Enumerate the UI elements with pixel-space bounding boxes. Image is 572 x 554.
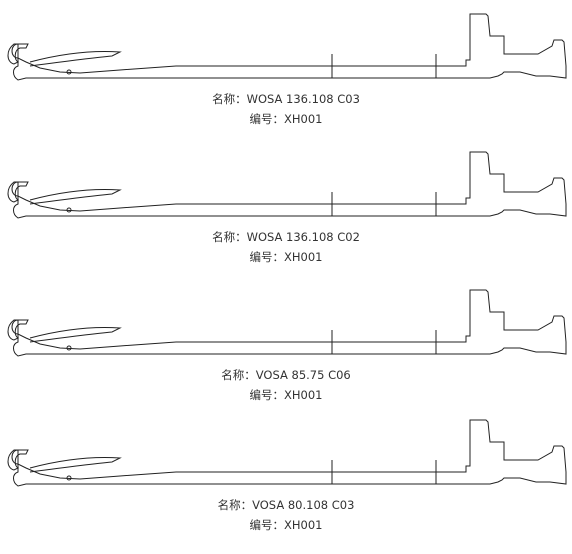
needle-code-3: 编号：XH001 [0,388,572,402]
needle-drawing-2 [7,151,567,219]
code-label: 编号： [249,518,285,532]
needle-rivet [66,207,72,213]
needle-code-4: 编号：XH001 [0,518,572,532]
name-value: WOSA 136.108 C03 [246,92,360,106]
needle-hook [7,319,29,341]
needle-item-2: 名称：WOSA 136.108 C02 编号：XH001 [0,148,572,286]
needle-item-4: 名称：VOSA 80.108 C03 编号：XH001 [0,416,572,554]
name-value: VOSA 80.108 C03 [252,498,355,512]
needle-latch [29,189,122,205]
needle-outline [11,419,567,487]
needle-drawing-1 [7,13,567,81]
needle-name-1: 名称：WOSA 136.108 C03 [0,92,572,106]
needle-code-2: 编号：XH001 [0,250,572,264]
needle-rivet [66,475,72,481]
needle-latch [29,51,122,67]
code-value: XH001 [284,388,323,402]
needle-item-3: 名称：VOSA 85.75 C06 编号：XH001 [0,286,572,424]
code-label: 编号： [249,112,285,126]
code-value: XH001 [284,518,323,532]
needle-latch [29,327,122,343]
code-label: 编号： [249,250,285,264]
code-value: XH001 [284,112,323,126]
name-label: 名称： [217,498,253,512]
needle-item-1: 名称：WOSA 136.108 C03 编号：XH001 [0,10,572,148]
needle-code-1: 编号：XH001 [0,112,572,126]
needle-hook [7,181,29,203]
name-value: VOSA 85.75 C06 [255,368,351,382]
needle-hook [7,43,29,65]
needle-outline [11,13,567,81]
needle-latch [29,457,122,473]
needle-outline [11,151,567,219]
needle-rivet [66,69,72,75]
needle-hook [7,449,29,471]
needle-drawing-4 [7,419,567,487]
needle-rivet [66,345,72,351]
name-label: 名称： [212,92,247,106]
needle-outline [11,289,567,357]
name-value: WOSA 136.108 C02 [246,230,360,244]
needle-name-3: 名称：VOSA 85.75 C06 [0,368,572,382]
name-label: 名称： [212,230,247,244]
code-value: XH001 [284,250,323,264]
code-label: 编号： [249,388,285,402]
needle-name-4: 名称：VOSA 80.108 C03 [0,498,572,512]
name-label: 名称： [221,368,256,382]
needle-name-2: 名称：WOSA 136.108 C02 [0,230,572,244]
needle-drawing-3 [7,289,567,357]
